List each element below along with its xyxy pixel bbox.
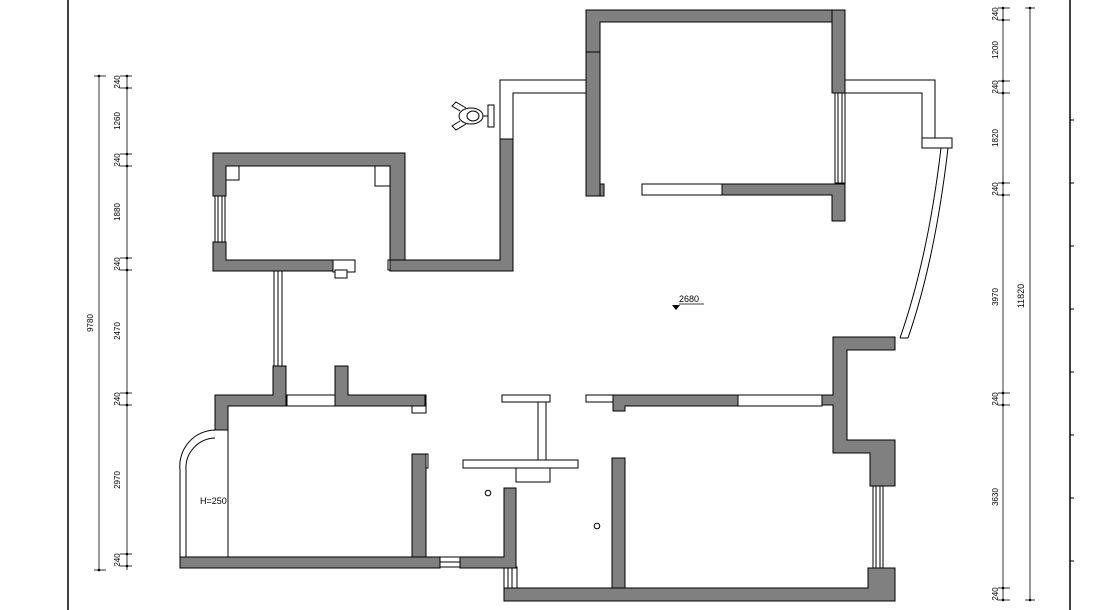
floor-drain-1 xyxy=(484,489,492,497)
right-dim-seg-6: 3970 xyxy=(991,288,1000,306)
structural-walls xyxy=(179,9,896,602)
right-dim-seg-3: 240 xyxy=(991,80,1000,94)
left-dim-seg-2: 1260 xyxy=(113,112,122,130)
left-dim-seg-1: 240 xyxy=(113,75,122,89)
right-dim-seg-4: 1820 xyxy=(991,129,1000,147)
left-dim-seg-3: 240 xyxy=(113,153,122,167)
left-dim-seg-4: 1880 xyxy=(113,203,122,221)
ceiling-height-annotation: 2680 xyxy=(672,294,704,310)
right-dim-seg-1: 240 xyxy=(991,7,1000,21)
left-dimension-chain: 9780 240 1260 240 1880 240 2470 240 2970… xyxy=(86,74,132,572)
toilet-icon xyxy=(451,101,495,131)
right-dim-seg-5: 240 xyxy=(991,182,1000,196)
left-dim-seg-7: 240 xyxy=(113,392,122,406)
right-dim-seg-8: 3630 xyxy=(991,488,1000,506)
step-height-label: H=250 xyxy=(200,496,227,506)
frame-tick-marks xyxy=(1070,119,1074,562)
floor-drain-2 xyxy=(593,522,601,530)
left-dim-seg-6: 2470 xyxy=(113,322,122,340)
drawing-frame xyxy=(67,0,1071,610)
ceiling-height-label: 2680 xyxy=(679,294,699,304)
elevation-marker-icon xyxy=(672,305,680,310)
thin-walls xyxy=(179,22,953,590)
left-dim-seg-8: 2970 xyxy=(113,471,122,489)
right-dim-seg-7: 240 xyxy=(991,392,1000,406)
left-dim-seg-5: 240 xyxy=(113,257,122,271)
right-dim-seg-9: 240 xyxy=(991,587,1000,601)
right-dimension-chain: 240 1200 240 1820 240 3970 240 3630 240 … xyxy=(991,6,1035,602)
right-dim-seg-2: 1200 xyxy=(991,41,1000,59)
left-dim-total: 9780 xyxy=(86,314,95,332)
left-dim-seg-9: 240 xyxy=(113,553,122,567)
right-dim-total: 11820 xyxy=(1016,284,1026,308)
